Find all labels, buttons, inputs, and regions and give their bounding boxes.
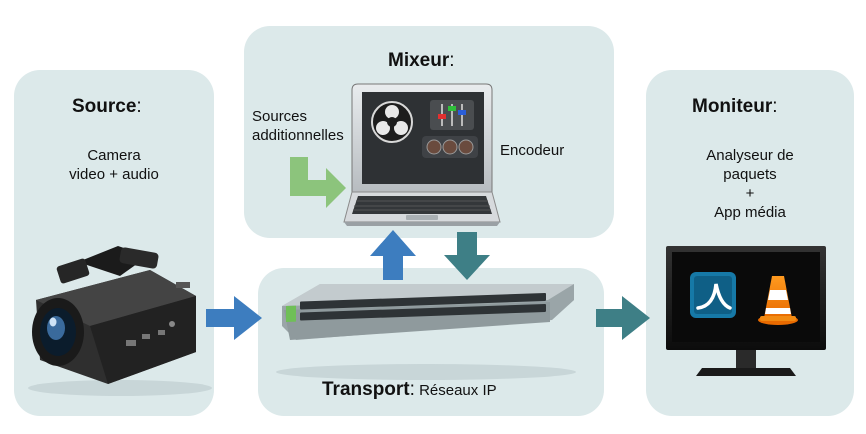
moniteur-line-4: App média xyxy=(714,204,786,221)
transport-title-colon: : xyxy=(409,379,415,400)
source-title-colon: : xyxy=(136,96,142,117)
laptop-icon xyxy=(343,83,501,226)
moniteur-description: Analyseur de paquets + App média xyxy=(680,146,820,222)
moniteur-title: Moniteur: xyxy=(692,96,778,118)
wireshark-icon xyxy=(690,272,736,318)
source-title-text: Source xyxy=(72,96,137,117)
arrow-transport-to-mixeur xyxy=(370,230,416,280)
moniteur-line-2: paquets xyxy=(723,166,777,183)
arrow-mixeur-to-transport xyxy=(444,232,490,280)
monitor-icon xyxy=(666,246,826,376)
mixeur-title-text: Mixeur xyxy=(388,50,450,71)
arrow-source-to-transport xyxy=(206,296,262,340)
sources-line-2: additionnelles xyxy=(252,127,344,144)
arrow-transport-to-moniteur xyxy=(596,296,650,340)
source-line-1: Camera xyxy=(87,147,141,164)
source-line-2: video + audio xyxy=(69,166,159,183)
sources-line-1: Sources xyxy=(252,108,308,125)
moniteur-line-3: + xyxy=(745,185,755,202)
switch-ports xyxy=(300,292,546,321)
encodeur-label: Encodeur xyxy=(500,142,565,159)
sources-additionnelles-label: Sources additionnelles xyxy=(252,107,344,145)
source-title: Source: xyxy=(72,96,142,118)
source-description: Camera video + audio xyxy=(64,146,164,184)
video-camera-icon xyxy=(28,246,212,396)
moniteur-line-1: Analyseur de xyxy=(706,147,794,164)
arrow-sources-additionnelles xyxy=(290,157,346,208)
mixeur-title-colon: : xyxy=(449,50,455,71)
vlc-cone-icon xyxy=(758,276,798,325)
transport-title: Transport: Réseaux IP xyxy=(322,379,497,401)
transport-subtitle: Réseaux IP xyxy=(414,382,497,399)
transport-title-text: Transport xyxy=(322,379,410,400)
moniteur-title-text: Moniteur xyxy=(692,96,773,117)
network-switch-icon xyxy=(276,284,576,380)
moniteur-title-colon: : xyxy=(772,96,778,117)
mixeur-title: Mixeur: xyxy=(388,50,455,72)
